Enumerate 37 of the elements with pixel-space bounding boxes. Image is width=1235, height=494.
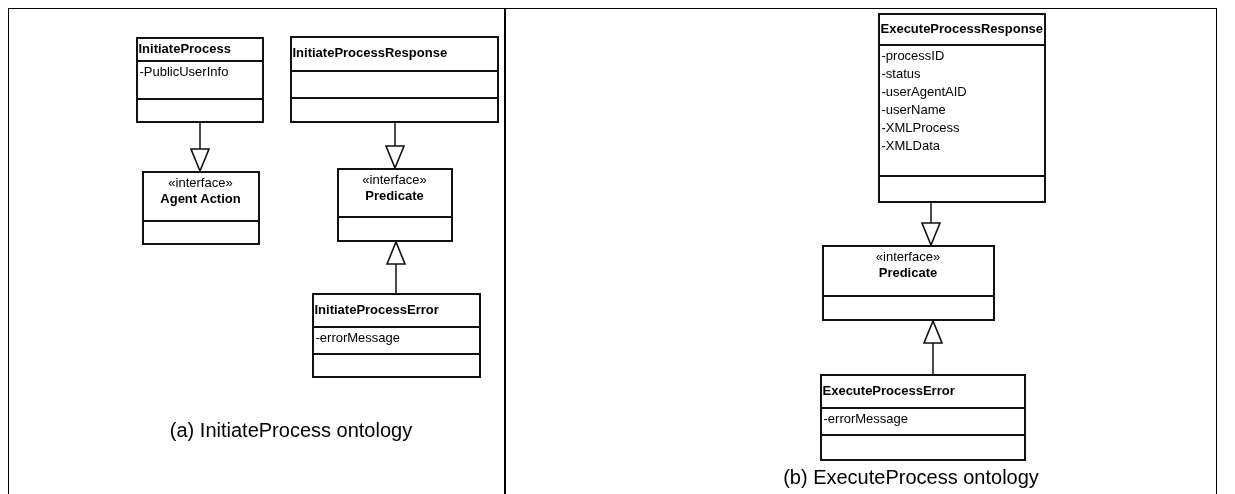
interface-box: [141, 170, 260, 245]
attribute-text: -XMLProcess: [881, 118, 961, 137]
class-box: [289, 35, 499, 123]
class-name: InitiateProcessResponse: [292, 44, 448, 60]
interface-box: [336, 167, 453, 242]
generalization-arrow: [386, 241, 406, 294]
attribute-text: -errorMessage: [315, 328, 402, 347]
stereotype-label: «interface»: [361, 171, 428, 188]
generalization-arrow: [923, 320, 943, 375]
figure-panel: [8, 8, 505, 494]
stereotype-label: «interface»: [874, 248, 942, 265]
interface-name: Predicate: [877, 264, 939, 281]
interface-box: [821, 244, 995, 321]
class-name: InitiateProcessError: [314, 301, 439, 317]
figure-caption: (b) ExecuteProcess ontology: [783, 466, 1039, 489]
interface-name: Agent Action: [159, 190, 242, 207]
attribute-text: -PublicUserInfo: [139, 62, 230, 81]
class-box: [819, 373, 1026, 461]
generalization-arrow: [190, 122, 210, 172]
class-box: [877, 12, 1046, 203]
generalization-arrow: [385, 122, 405, 169]
stereotype-label: «interface»: [167, 174, 234, 191]
class-box: [135, 36, 264, 123]
class-name: InitiateProcess: [138, 40, 231, 56]
figure-caption: (a) InitiateProcess ontology: [169, 419, 413, 442]
generalization-arrow: [921, 202, 941, 246]
attribute-text: -XMLData: [881, 136, 942, 155]
interface-name: Predicate: [364, 187, 425, 204]
attribute-text: -userName: [881, 100, 947, 119]
attribute-text: -processID: [881, 46, 946, 65]
class-name: ExecuteProcessError: [822, 382, 955, 398]
attribute-text: -errorMessage: [823, 409, 910, 428]
class-box: [311, 292, 481, 378]
figure-panel: [505, 8, 1217, 494]
attribute-text: -userAgentAID: [881, 82, 968, 101]
attribute-text: -status: [881, 64, 922, 83]
class-name: ExecuteProcessResponse: [880, 20, 1044, 36]
